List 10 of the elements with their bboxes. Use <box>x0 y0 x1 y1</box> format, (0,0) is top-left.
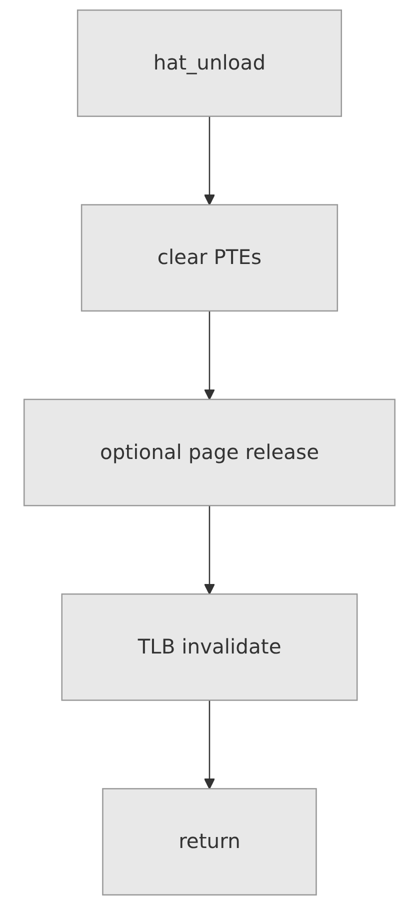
arrow <box>203 116 215 206</box>
arrow <box>203 310 215 400</box>
node-box <box>80 204 338 312</box>
arrow <box>203 506 215 595</box>
flowchart: hat_unload clear PTEs optional page release TLB invalidate return <box>14 0 404 905</box>
node-box <box>102 788 316 896</box>
node-box <box>23 398 395 506</box>
arrow <box>203 700 215 790</box>
node-box <box>76 10 342 117</box>
node-box <box>60 593 358 701</box>
